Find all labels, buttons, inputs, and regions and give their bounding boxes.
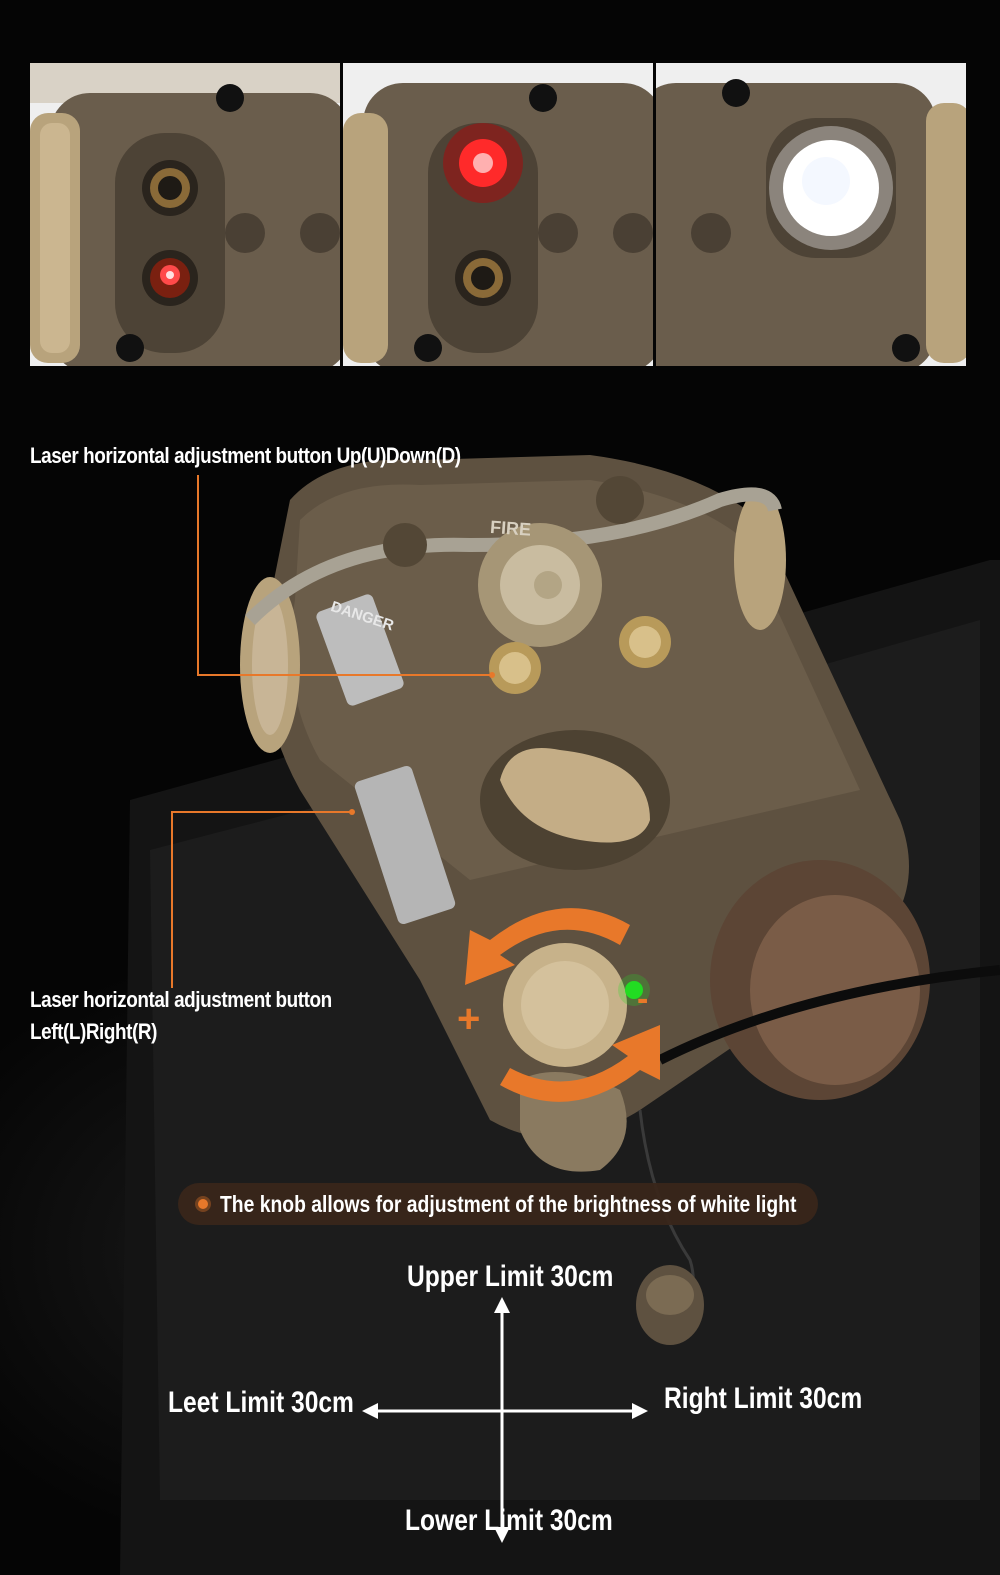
panel-low-red-laser (30, 63, 340, 366)
panel-high-red-laser (343, 63, 653, 366)
brightness-note-pill: The knob allows for adjustment of the br… (178, 1183, 818, 1225)
bullet-dot-icon (198, 1199, 208, 1209)
lower-limit-label: Lower Limit 30cm (405, 1504, 613, 1537)
beam-modes-strip (30, 63, 967, 366)
callout-up-down: Laser horizontal adjustment button Up(U)… (30, 443, 461, 468)
panel-white-light (656, 63, 966, 366)
left-limit-label: Leet Limit 30cm (168, 1386, 354, 1419)
callout-left-right-line2: Left(L)Right(R) (30, 1019, 157, 1044)
callout-left-right-line1: Laser horizontal adjustment button (30, 987, 332, 1012)
callout-left-right: Laser horizontal adjustment button Left(… (30, 984, 332, 1048)
right-limit-label: Right Limit 30cm (664, 1382, 863, 1415)
upper-limit-label: Upper Limit 30cm (407, 1260, 614, 1293)
brightness-note-text: The knob allows for adjustment of the br… (220, 1190, 797, 1217)
